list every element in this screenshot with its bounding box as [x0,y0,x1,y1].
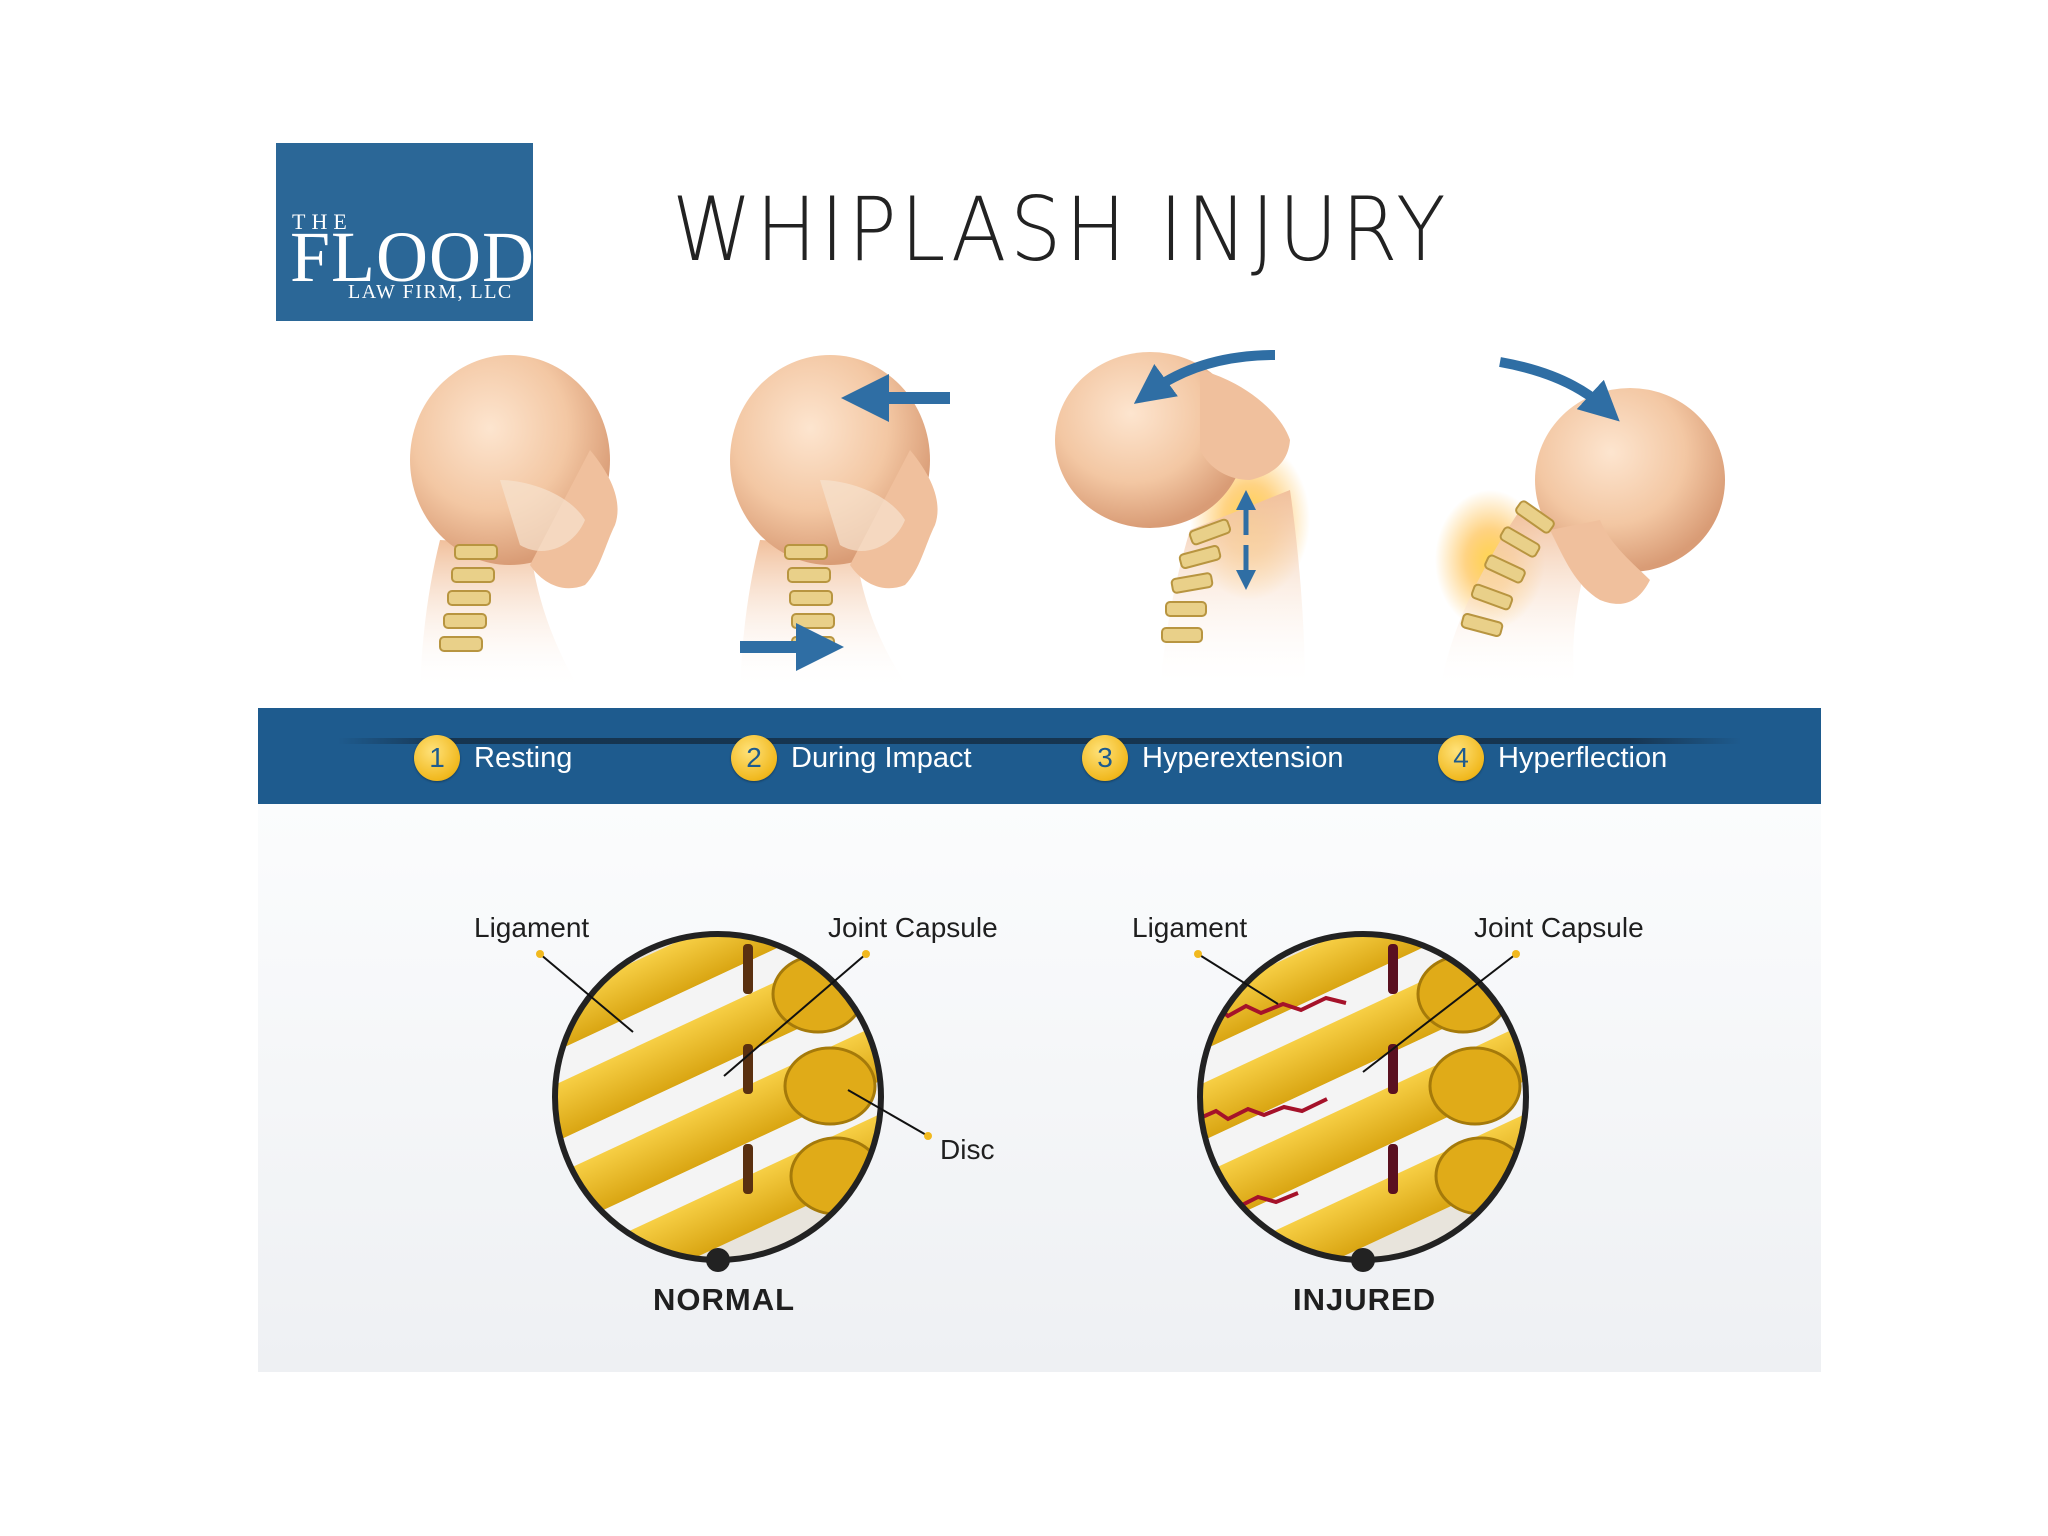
spine-comparison-panel: Ligament Joint Capsule Disc NORMAL Ligam… [258,804,1821,1372]
step-during-impact: 2 During Impact [731,736,972,780]
spine-closeups [258,804,1821,1274]
step-label: Hyperextension [1142,742,1344,775]
head-hyperextension [1055,352,1310,690]
whiplash-stages-illustration [360,330,1760,700]
step-label: Hyperflection [1498,742,1667,775]
head-hyperflection [1435,388,1725,690]
normal-spine-closeup [470,861,975,1274]
injured-spine-closeup [1115,861,1620,1274]
curved-arrow-icon [1500,362,1605,408]
page-title: WHIPLASH INJURY [672,178,1449,281]
logo-firm: LAW FIRM, LLC [348,281,513,304]
step-number-badge: 1 [414,735,460,781]
step-resting: 1 Resting [414,736,572,780]
step-hyperflection: 4 Hyperflection [1438,736,1667,780]
normal-caption: NORMAL [653,1282,795,1318]
injured-caption: INJURED [1293,1282,1436,1318]
step-label: Resting [474,742,572,775]
step-number-badge: 3 [1082,735,1128,781]
step-number-badge: 2 [731,735,777,781]
step-hyperextension: 3 Hyperextension [1082,736,1344,780]
head-during-impact [730,355,938,690]
step-label: During Impact [791,742,972,775]
stages-band: 1 Resting 2 During Impact 3 Hyperextensi… [258,708,1821,804]
step-number-badge: 4 [1438,735,1484,781]
flood-law-firm-logo: THE FLOOD LAW FIRM, LLC [276,143,533,321]
head-resting [410,355,618,690]
